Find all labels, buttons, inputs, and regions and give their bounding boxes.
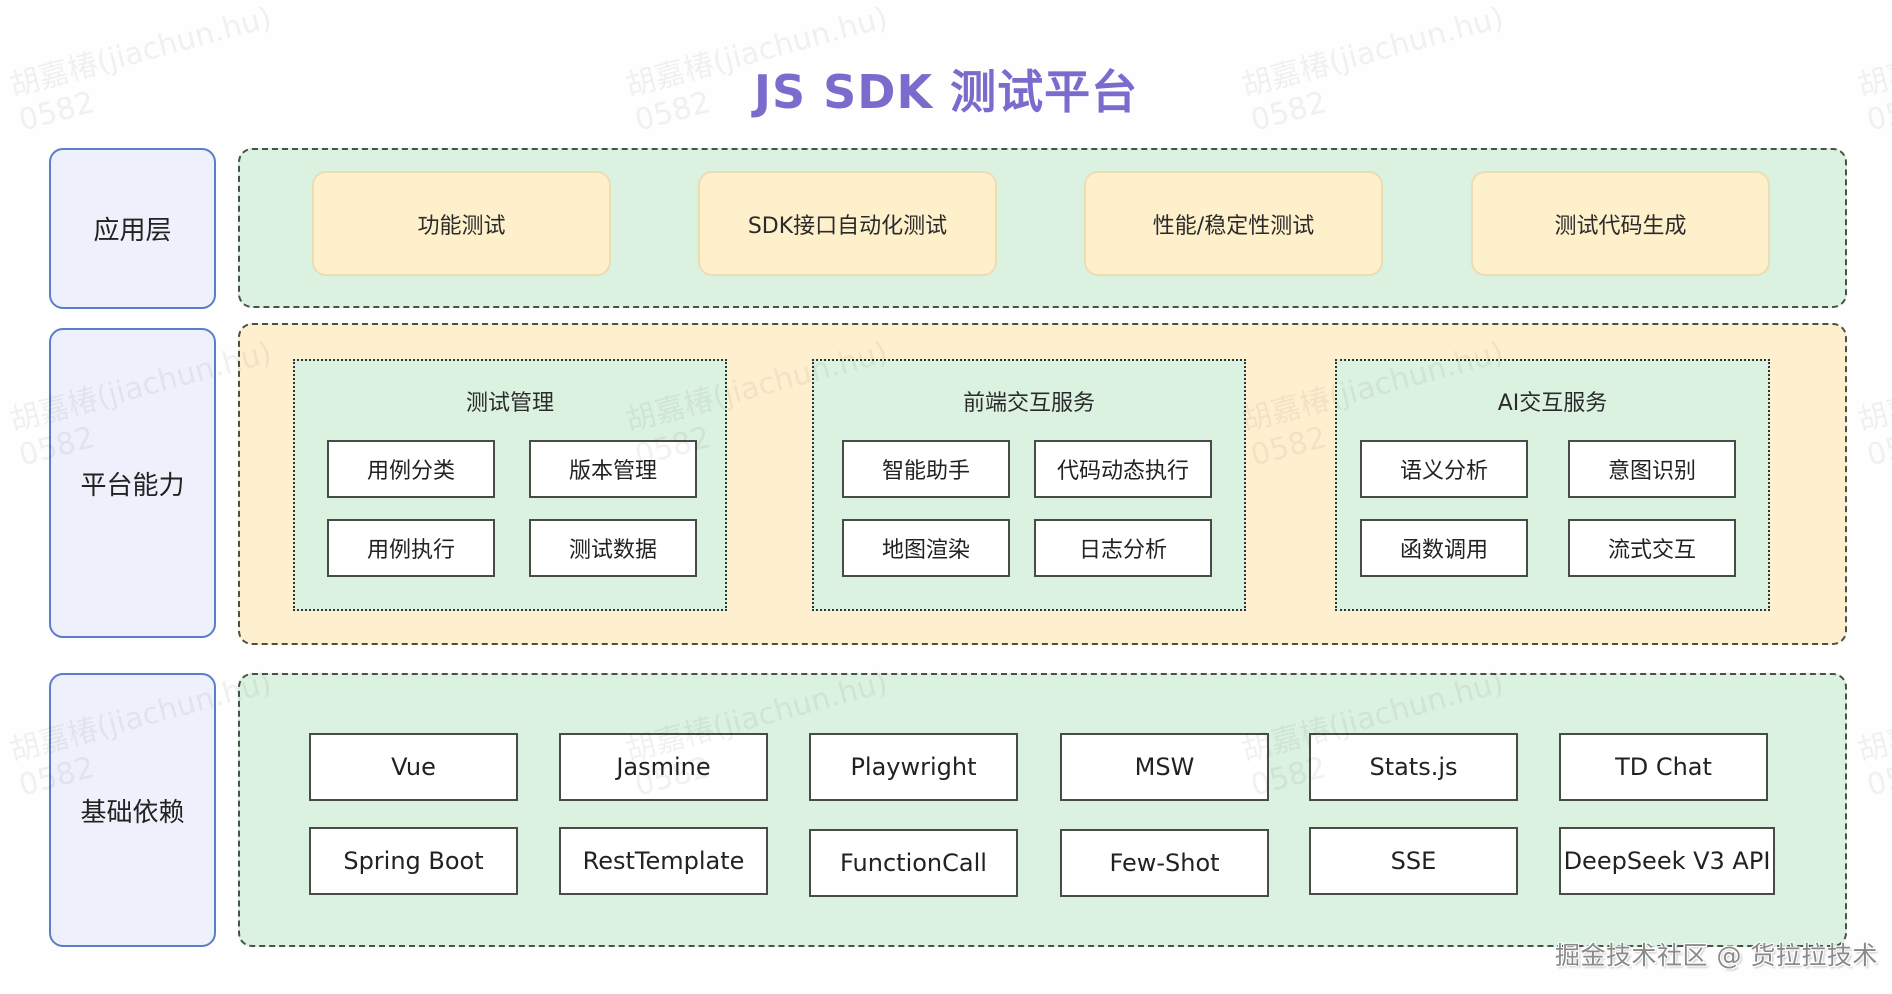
app-item-test-code-generation: 测试代码生成	[1471, 171, 1770, 276]
dependency-sse: SSE	[1309, 827, 1518, 895]
dependency-functioncall: FunctionCall	[809, 829, 1018, 897]
dependency-resttemplate: RestTemplate	[559, 827, 768, 895]
app-item-label: SDK接口自动化测试	[747, 213, 948, 239]
dependency-jasmine: Jasmine	[559, 733, 768, 801]
foundation-layer-panel	[238, 673, 1847, 947]
group-frontend-interaction: 前端交互服务 智能助手 代码动态执行 地图渲染 日志分析	[812, 359, 1246, 611]
service-item: 日志分析	[1034, 519, 1212, 577]
group-title: AI交互服务	[1497, 391, 1608, 416]
layer-label-text: 基础依赖	[80, 797, 185, 828]
app-item-label: 测试代码生成	[1554, 213, 1687, 239]
dependency-vue: Vue	[309, 733, 518, 801]
diagram-title: JS SDK 测试平台	[753, 65, 1139, 119]
dependency-td-chat: TD Chat	[1559, 733, 1768, 801]
watermark: 胡嘉椿(jiachun.hu)0582	[1854, 335, 1892, 474]
group-test-management: 测试管理 用例分类 版本管理 用例执行 测试数据	[293, 359, 727, 611]
service-item: 地图渲染	[842, 519, 1010, 577]
group-ai-interaction: AI交互服务 语义分析 意图识别 函数调用 流式交互	[1335, 359, 1770, 611]
dependency-msw: MSW	[1060, 733, 1269, 801]
service-item: 用例分类	[327, 440, 495, 498]
layer-label-foundation: 基础依赖	[49, 673, 216, 947]
dependency-playwright: Playwright	[809, 733, 1018, 801]
app-item-label: 性能/稳定性测试	[1152, 213, 1315, 239]
service-item: 智能助手	[842, 440, 1010, 498]
layer-label-text: 平台能力	[80, 470, 185, 501]
service-item: 代码动态执行	[1034, 440, 1212, 498]
app-item-functional-test: 功能测试	[312, 171, 611, 276]
service-item: 用例执行	[327, 519, 495, 577]
dependency-few-shot: Few-Shot	[1060, 829, 1269, 897]
service-item: 版本管理	[529, 440, 697, 498]
service-item: 语义分析	[1360, 440, 1528, 498]
service-item: 意图识别	[1568, 440, 1736, 498]
app-item-performance-stability: 性能/稳定性测试	[1084, 171, 1383, 276]
source-credit: 掘金技术社区 @ 货拉拉技术	[1555, 941, 1878, 970]
layer-label-text: 应用层	[93, 216, 172, 246]
group-title: 测试管理	[465, 391, 554, 416]
app-item-label: 功能测试	[417, 213, 506, 239]
layer-label-platform: 平台能力	[49, 328, 216, 638]
app-item-sdk-api-automation: SDK接口自动化测试	[698, 171, 997, 276]
layer-label-application: 应用层	[49, 148, 216, 309]
watermark: 胡嘉椿(jiachun.hu)0582	[1854, 665, 1892, 804]
dependency-deepseek-api: DeepSeek V3 API	[1559, 827, 1775, 895]
dependency-statsjs: Stats.js	[1309, 733, 1518, 801]
service-item: 函数调用	[1360, 519, 1528, 577]
dependency-spring-boot: Spring Boot	[309, 827, 518, 895]
group-title: 前端交互服务	[962, 391, 1095, 416]
service-item: 测试数据	[529, 519, 697, 577]
service-item: 流式交互	[1568, 519, 1736, 577]
